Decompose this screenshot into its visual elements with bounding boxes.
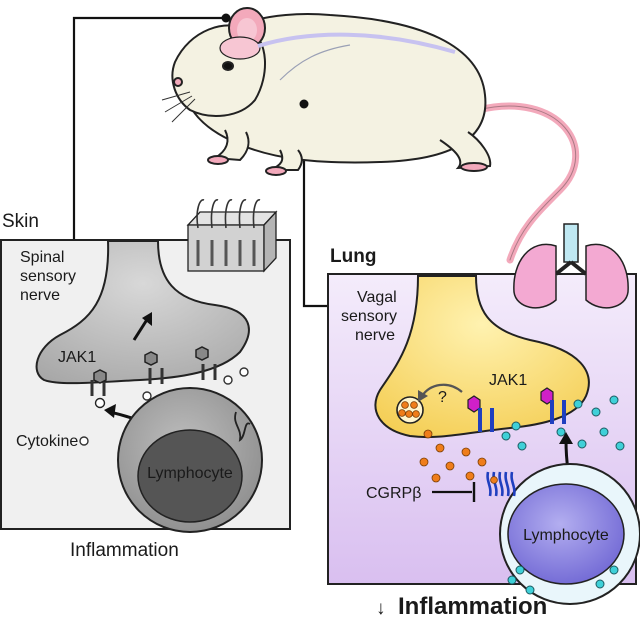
- lung-cytokines: [501, 395, 625, 451]
- lung-lymphocyte-nucleus: [507, 483, 625, 585]
- lung-receptor: [540, 387, 566, 424]
- lung-outcome: Inflammation: [398, 593, 547, 620]
- lung-title: Lung: [330, 246, 376, 267]
- skin-nerve-label-1: Spinal: [20, 249, 64, 266]
- lung-lymphocyte-label: Lymphocyte: [523, 527, 609, 544]
- lung-nerve-label-2: sensory: [341, 308, 397, 325]
- skin-tissue-icon: [186, 199, 278, 273]
- vesicle-cgrp-particles: [398, 401, 420, 418]
- skin-nerve-label-2: sensory: [20, 268, 76, 285]
- skin-panel: Skin Spinal sensory nerve JAK1: [0, 199, 291, 561]
- skin-cytokine-label: Cytokine: [16, 433, 78, 450]
- lung-receptor: [467, 395, 494, 432]
- skin-cytokine-arrowhead: [104, 404, 116, 418]
- released-cgrp-particles: [419, 429, 487, 483]
- vagal-nerve-terminal: [374, 275, 590, 439]
- lung-nerve-label-3: nerve: [355, 327, 395, 344]
- bound-cgrp: [490, 476, 498, 484]
- skin-receptor: [195, 346, 217, 380]
- skin-receptor: [144, 351, 164, 384]
- skin-nerve-label-3: nerve: [20, 287, 60, 304]
- skin-title: Skin: [2, 211, 39, 232]
- spinal-nerve-terminal: [35, 240, 250, 385]
- skin-lymphocyte-receptor: [234, 411, 251, 442]
- lung-cytokine-arrowhead: [559, 432, 573, 444]
- lung-jak-label: JAK1: [489, 372, 527, 389]
- cgrp-receptor: [486, 471, 516, 497]
- lung-panel: Lung Vagal sensory nerve ? JAK1: [327, 223, 640, 620]
- vesicle-signal-arrow: [421, 383, 463, 397]
- skin-signal-arrow: [132, 317, 150, 341]
- connector-lines: [72, 16, 328, 308]
- lung-outcome-arrow: ↓: [376, 598, 386, 619]
- lung-lymphocyte-granules: [507, 565, 619, 595]
- skin-lymphocyte-label: Lymphocyte: [147, 465, 233, 482]
- skin-outcome: Inflammation: [70, 540, 179, 561]
- lung-nerve-label-1: Vagal: [357, 289, 397, 306]
- skin-signal-arrowhead: [142, 312, 152, 326]
- skin-jak-label: JAK1: [58, 349, 96, 366]
- skin-receptor: [90, 369, 107, 396]
- skin-bound-cytokine: [94, 397, 106, 409]
- lung-bound-cytokine: [556, 427, 566, 437]
- lungs-icon: [513, 223, 629, 309]
- vesicle-signal-arrowhead: [418, 390, 428, 402]
- skin-lymphocyte-nucleus: [137, 429, 243, 523]
- question-mark: ?: [438, 389, 447, 406]
- cgrp-label: CGRPβ: [366, 485, 421, 502]
- mouse-illustration: [161, 7, 580, 264]
